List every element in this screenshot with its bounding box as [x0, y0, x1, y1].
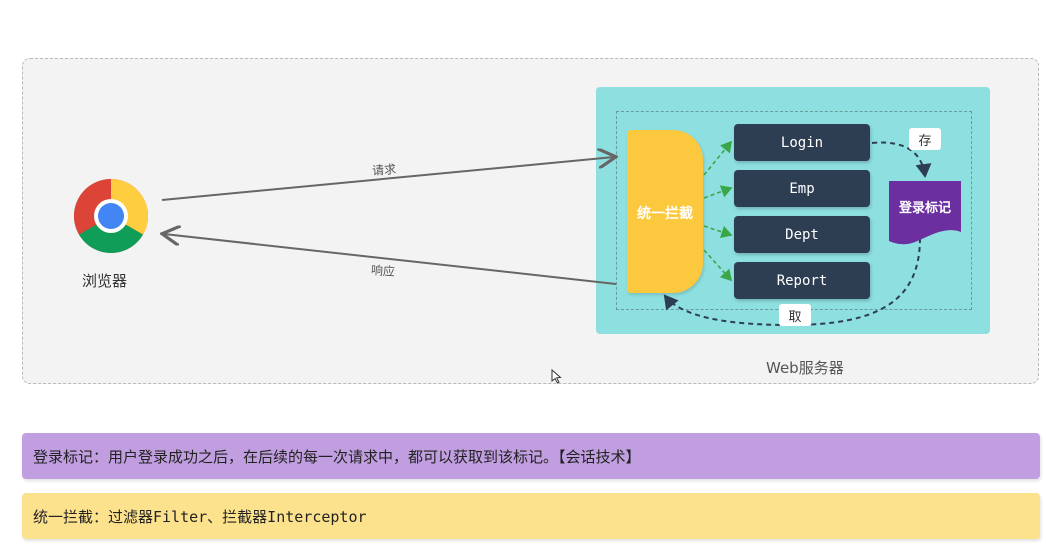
dispatch-arrow-report: [703, 249, 733, 282]
store-tag: 存: [909, 128, 941, 150]
route-emp: Emp: [734, 170, 870, 207]
interceptor-label: 统一拦截: [637, 206, 693, 222]
dispatch-arrow-login: [703, 140, 733, 176]
route-login: Login: [734, 124, 870, 161]
dispatch-arrow-emp: [703, 185, 733, 199]
web-server-label: Web服务器: [766, 359, 844, 377]
mouse-cursor-icon: [551, 369, 562, 384]
dispatch-arrow-dept: [703, 225, 733, 239]
interceptor-block: [627, 130, 703, 293]
login-mark-label: 登录标记: [898, 201, 951, 216]
response-arrow: [164, 234, 617, 285]
response-label: 响应: [370, 263, 396, 279]
route-report: Report: [734, 262, 870, 299]
chrome-icon: [74, 179, 148, 253]
request-arrow: [161, 157, 614, 201]
login-mark-note: 登录标记：用户登录成功之后，在后续的每一次请求中，都可以获取到该标记。【会话技术…: [22, 433, 1040, 479]
request-label: 请求: [371, 162, 397, 178]
login-mark-document: [889, 181, 961, 245]
fetch-arrow: [663, 237, 921, 327]
browser-label: 浏览器: [82, 272, 128, 290]
route-dept: Dept: [734, 216, 870, 253]
fetch-tag: 取: [779, 304, 811, 326]
interceptor-note: 统一拦截：过滤器Filter、拦截器Interceptor: [22, 493, 1040, 539]
